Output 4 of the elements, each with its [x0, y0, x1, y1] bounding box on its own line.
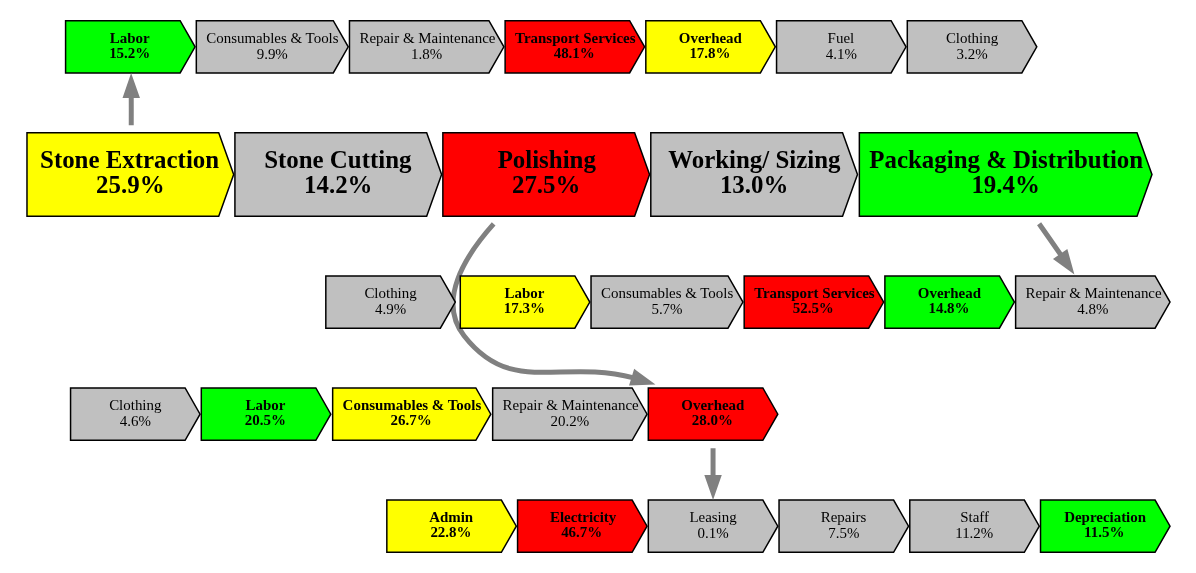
- arrow: [1036, 222, 1074, 275]
- arrow: [450, 222, 655, 386]
- arrow: [122, 73, 140, 126]
- arrow: [703, 448, 722, 500]
